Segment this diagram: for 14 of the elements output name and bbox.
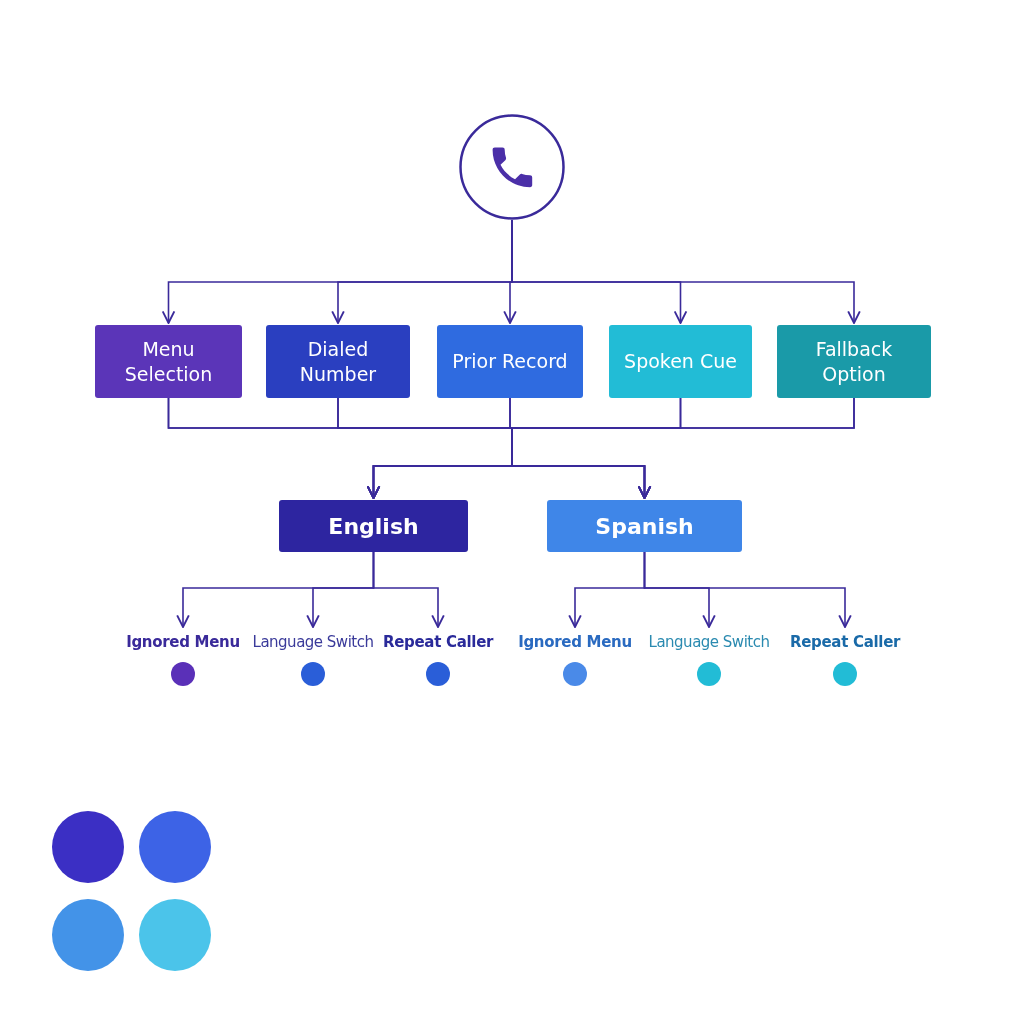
language-box: Spanish [547, 500, 742, 552]
process-box: Spoken Cue [609, 325, 752, 398]
option-label: Ignored Menu [510, 631, 640, 653]
arrow [511, 397, 855, 499]
option-label: Ignored Menu [118, 631, 248, 653]
arrow [643, 551, 852, 628]
process-box: Dialed Number [266, 325, 410, 398]
arrow [372, 551, 445, 628]
process-box: Menu Selection [95, 325, 242, 398]
process-box: Fallback Option [777, 325, 931, 398]
language-box: English [279, 500, 468, 552]
process-box: Prior Record [437, 325, 583, 398]
option-label: Language Switch [644, 631, 774, 653]
option-label: Repeat Caller [780, 631, 910, 653]
